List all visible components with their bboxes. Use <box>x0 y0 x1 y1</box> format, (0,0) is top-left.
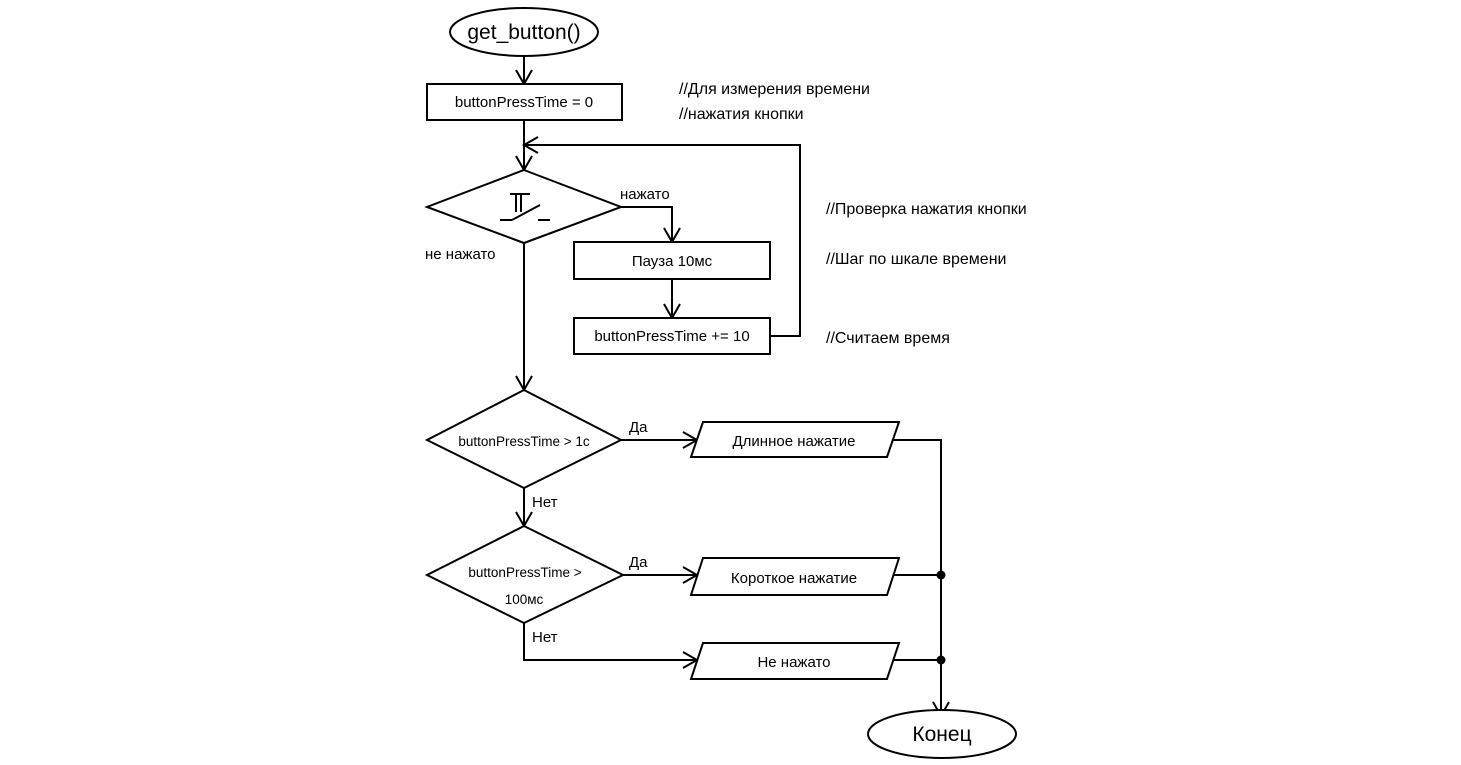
output-short-label: Короткое нажатие <box>731 570 857 587</box>
connector-condshort-outnone <box>523 623 697 661</box>
output-long-node: Длинное нажатие <box>689 421 901 458</box>
edge-label-yes-short: Да <box>629 554 648 571</box>
edge-label-not-pressed: не нажато <box>425 246 496 263</box>
pause-node-label: Пауза 10мс <box>632 253 713 270</box>
connector-check-pause <box>621 206 673 242</box>
junction-dot <box>936 570 946 580</box>
end-node-label: Конец <box>912 723 971 746</box>
check-button-node <box>424 168 624 245</box>
connector-loop-back <box>524 144 801 337</box>
edge-label-no-long: Нет <box>532 494 558 511</box>
cond-short-label-line1: buttonPressTime > <box>468 565 581 580</box>
start-node-label: get_button() <box>467 21 580 44</box>
output-long-label: Длинное нажатие <box>733 433 856 450</box>
edge-label-no-short: Нет <box>532 629 558 646</box>
pause-node: Пауза 10мс <box>573 241 771 280</box>
comment-check: //Проверка нажатия кнопки <box>826 201 1027 218</box>
connectors <box>515 49 950 719</box>
increment-node: buttonPressTime += 10 <box>573 317 771 355</box>
cond-short-label-line2: 100мс <box>505 592 544 607</box>
cond-short-node: buttonPressTime > 100мс <box>424 524 626 625</box>
cond-long-label: buttonPressTime > 1с <box>458 434 589 449</box>
arrow-head <box>521 136 539 154</box>
output-none-label: Не нажато <box>757 654 830 671</box>
init-node-label: buttonPressTime = 0 <box>455 94 593 111</box>
output-short-node: Короткое нажатие <box>689 557 901 596</box>
init-node: buttonPressTime = 0 <box>426 83 623 121</box>
button-switch-icon <box>500 193 550 221</box>
comment-increment: //Считаем время <box>826 330 950 347</box>
comment-pause: //Шаг по шкале времени <box>826 251 1006 268</box>
comment-init-line1: //Для измерения времени <box>679 81 870 98</box>
edge-label-pressed: нажато <box>620 186 670 203</box>
edge-label-yes-long: Да <box>629 419 648 436</box>
output-none-node: Не нажато <box>689 642 901 680</box>
connector-outlong-end <box>890 439 942 716</box>
start-node: get_button() <box>449 7 599 57</box>
comment-init-line2: //нажатия кнопки <box>679 106 804 123</box>
increment-node-label: buttonPressTime += 10 <box>594 328 749 345</box>
end-node: Конец <box>867 709 1017 759</box>
junction-dot <box>936 655 946 665</box>
cond-long-node: buttonPressTime > 1с <box>424 388 624 490</box>
